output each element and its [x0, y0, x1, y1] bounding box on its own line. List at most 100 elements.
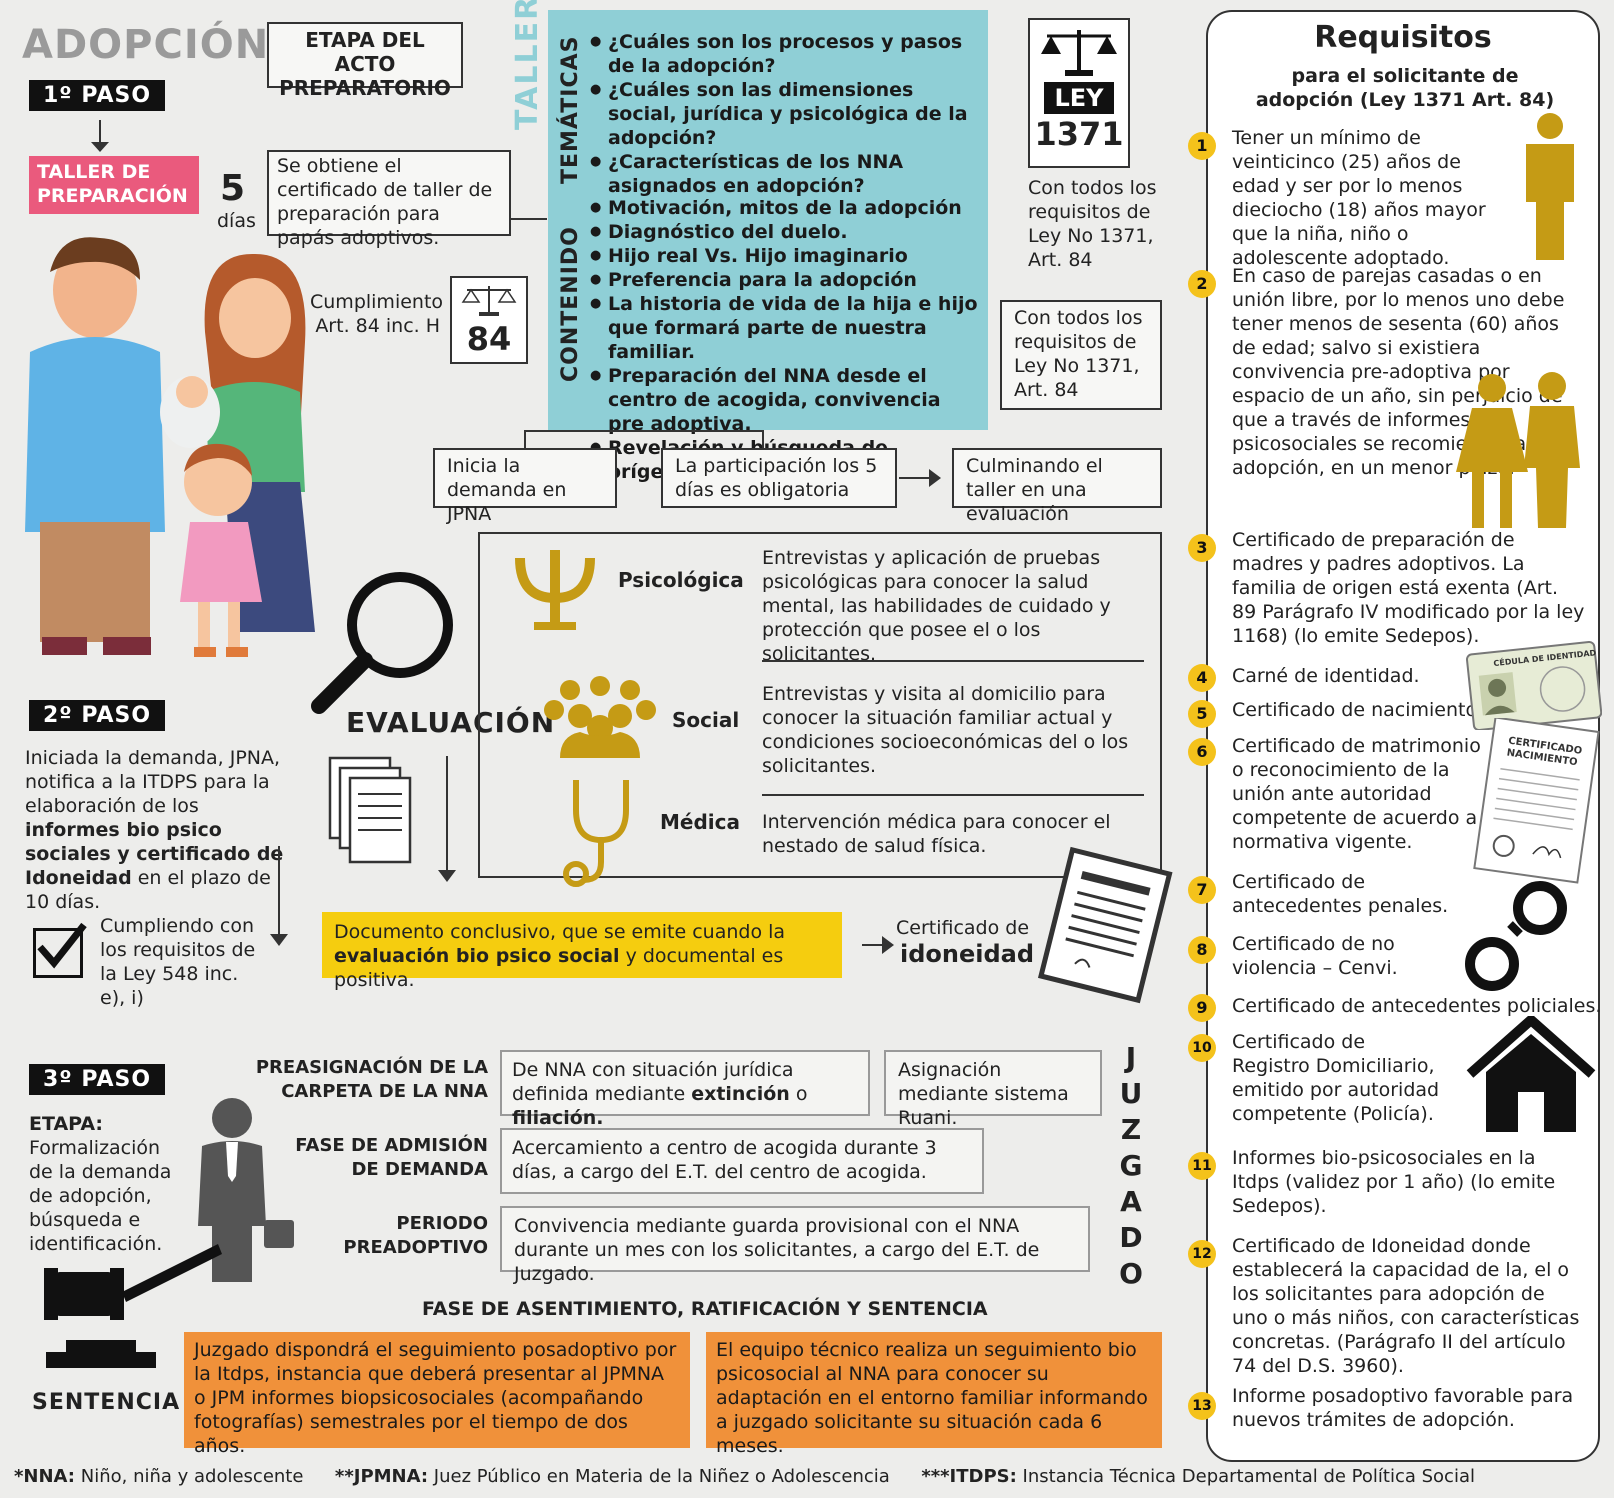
divider-psi — [762, 660, 1144, 662]
admision-text: Acercamiento a centro de acogida durante… — [512, 1137, 937, 1183]
ley-requisitos-text-1: Con todos los requisitos de Ley No 1371,… — [1028, 177, 1157, 271]
req-item-6: Certificado de matrimonio o reconocimien… — [1232, 735, 1481, 853]
paso1-badge: 1º PASO — [29, 80, 166, 111]
magnifier-icon — [311, 572, 453, 714]
req-item-8: Certificado de no violencia – Cenvi. — [1232, 933, 1398, 979]
tematicas-item: ¿Cuáles son los procesos y pasos de la a… — [590, 30, 980, 78]
evaluacion-label: EVALUACIÓN — [346, 706, 556, 739]
gavel-icon — [44, 1244, 222, 1368]
ley-number: 1371 — [1034, 115, 1124, 153]
birth-certificate-icon: CERTIFICADO NACIMIENTO — [1473, 718, 1600, 884]
psi-icon — [515, 550, 595, 630]
req-number-2: 2 — [1188, 270, 1216, 298]
culminando-text: Culminando el taller en una evaluación — [966, 455, 1103, 525]
documento-text-b: evaluación bio psico social — [334, 945, 620, 967]
documento-conclusivo-box: Documento conclusivo, que se emite cuand… — [322, 912, 842, 991]
connector-cert-taller — [511, 218, 547, 220]
orange1-text: Juzgado dispondrá el seguimiento posadop… — [194, 1339, 677, 1457]
etapa-acto-text: ETAPA DEL ACTO PREPARATORIO — [279, 28, 451, 100]
arrow-paso2-down — [278, 846, 280, 938]
documento-text-c: y documental es positiva. — [334, 945, 784, 991]
participacion-box: La participación los 5 días es obligator… — [661, 448, 897, 508]
req-number-7: 7 — [1188, 876, 1216, 904]
ley-requisitos-box-2: Con todos los requisitos de Ley No 1371,… — [1000, 300, 1162, 410]
paso2-text-c: en el plazo de 10 días. — [25, 867, 271, 913]
periodo-text: Convivencia mediante guarda provisional … — [514, 1215, 1040, 1285]
house-icon — [1466, 1016, 1596, 1132]
page-title: ADOPCIÓN — [22, 22, 270, 68]
footer-notes: *NNA: Niño, niña y adolescente **JPMNA: … — [14, 1466, 1475, 1487]
documents-icon — [328, 756, 412, 864]
req-number-8: 8 — [1188, 936, 1216, 964]
psicologica-title: Psicológica — [618, 568, 744, 592]
cert-taller-box: Se obtiene el certificado de taller de p… — [267, 150, 511, 249]
contenido-item: La historia de vida de la hija e hijo qu… — [590, 292, 980, 364]
requisitos-title: Requisitos — [1314, 20, 1492, 55]
req-number-10: 10 — [1188, 1034, 1216, 1062]
arrow-participacion-head — [929, 469, 941, 487]
id-card-icon: CÉDULA DE IDENTIDAD — [1466, 641, 1602, 730]
footer-itdps-key: ***ITDPS: — [921, 1466, 1017, 1487]
paso2-text-a: Iniciada la demanda, JPNA, notifica a la… — [25, 747, 281, 817]
taller-vertical-label: TALLER — [510, 0, 545, 130]
check-requisitos-text: Cumpliendo con los requisitos de la Ley … — [100, 915, 256, 1009]
ruani-text: Asignación mediante sistema Ruani. — [898, 1059, 1069, 1129]
seguimiento-itdps-box: Juzgado dispondrá el seguimiento posadop… — [184, 1332, 690, 1457]
req-item-9: Certificado de antecedentes policiales. — [1232, 995, 1602, 1017]
req-number-1: 1 — [1188, 132, 1216, 160]
juzgado-vertical-label: JUZGADO — [1119, 1041, 1143, 1290]
social-title: Social — [672, 708, 740, 732]
req-number-4: 4 — [1188, 664, 1216, 692]
preasig-d: filiación. — [512, 1107, 604, 1129]
family-illustration — [25, 237, 315, 657]
inicia-demanda-text: Inicia la demanda en JPNA — [447, 455, 567, 525]
req-item-7: Certificado de antecedentes penales. — [1232, 871, 1449, 917]
tematicas-item: ¿Características de los NNA asignados en… — [590, 150, 980, 198]
req-item-12: Certificado de Idoneidad donde establece… — [1232, 1235, 1580, 1377]
footer-nna-key: *NNA: — [14, 1466, 76, 1487]
footer-jpmna-value: Juez Público en Materia de la Niñez o Ad… — [428, 1466, 890, 1487]
req-item-4: Carné de identidad. — [1232, 665, 1420, 687]
etapa-text: Formalización de la demanda de adopción,… — [29, 1137, 172, 1255]
req-number-9: 9 — [1188, 994, 1216, 1022]
evaluacion-panel — [478, 532, 1162, 878]
certificado-label: Certificado de — [896, 917, 1030, 939]
people-group-icon — [544, 676, 656, 758]
requisitos-subtitle: para el solicitante de adopción (Ley 137… — [1255, 65, 1555, 111]
arrow-evaluacion-head — [438, 870, 456, 882]
person-icon — [1526, 113, 1574, 260]
req-item-2: En caso de parejas casadas o en unión li… — [1232, 265, 1565, 479]
ley-label: LEY — [1044, 82, 1114, 114]
handcuffs-icon — [1465, 881, 1567, 991]
arrow-paso2-head — [270, 934, 288, 946]
ruani-box: Asignación mediante sistema Ruani. — [884, 1050, 1102, 1129]
req-item-3: Certificado de preparación de madres y p… — [1232, 529, 1585, 647]
cert-taller-text: Se obtiene el certificado de taller de p… — [277, 155, 493, 249]
culminando-box: Culminando el taller en una evaluación — [952, 448, 1162, 525]
req-number-13: 13 — [1188, 1392, 1216, 1420]
connector-flow-top — [524, 430, 764, 432]
contenido-item: Hijo real Vs. Hijo imaginario — [590, 244, 980, 268]
social-text: Entrevistas y visita al domicilio para c… — [762, 683, 1129, 777]
req-number-12: 12 — [1188, 1240, 1216, 1268]
paso2-text: Iniciada la demanda, JPNA, notifica a la… — [25, 746, 295, 914]
footer-nna-value: Niño, niña y adolescente — [75, 1466, 304, 1487]
etapa-label: ETAPA: — [29, 1113, 104, 1135]
scale-icon — [461, 286, 517, 316]
arrow-participacion — [899, 477, 931, 479]
arrow-documento — [862, 944, 884, 946]
req-item-13: Informe posadoptivo favorable para nuevo… — [1232, 1385, 1574, 1431]
art84-number: 84 — [466, 320, 512, 358]
connector-flow-left — [524, 430, 526, 448]
arrow-documento-head — [882, 936, 894, 954]
documento-text-a: Documento conclusivo, que se emite cuand… — [334, 921, 786, 943]
contenido-item: Motivación, mitos de la adopción — [590, 196, 980, 220]
psicologica-text: Entrevistas y aplicación de pruebas psic… — [762, 547, 1111, 665]
connector-flow-right — [762, 430, 764, 448]
admision-label: FASE DE ADMISIÓN DE DEMANDA — [295, 1135, 488, 1180]
dias-label: días — [217, 210, 256, 232]
preasig-b: extinción — [691, 1083, 790, 1105]
preasignacion-box: De NNA con situación jurídica definida m… — [500, 1050, 870, 1129]
ley-badge: LEY 1371 — [1028, 18, 1130, 168]
art84-badge: 84 — [450, 276, 528, 364]
